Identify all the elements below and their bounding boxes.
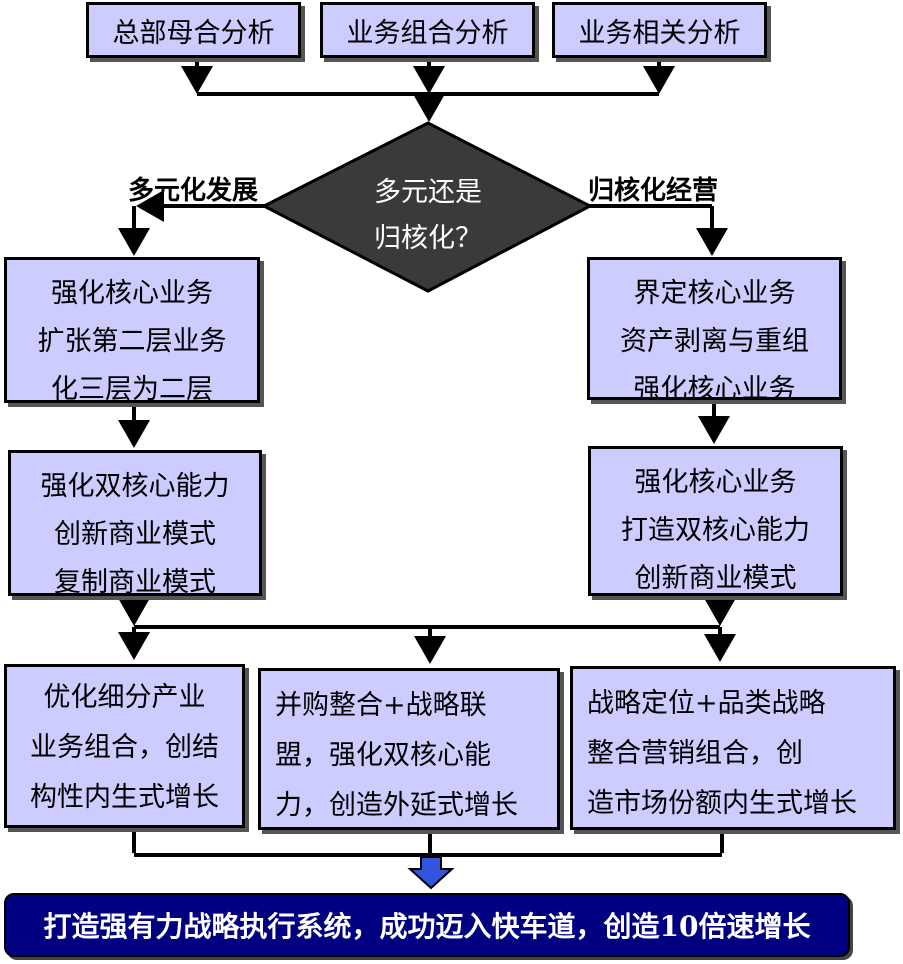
left-box-1-line: 化三层为二层 (51, 374, 213, 405)
right-box-2-line: 打造双核心能力 (621, 515, 810, 546)
left-box-2-line: 强化双核心能力 (40, 471, 230, 502)
decision-line-1: 多元还是 (374, 177, 482, 208)
decision-text: 多元还是 归核化？ (340, 170, 516, 262)
bottom-box-acquisition-line: 并购整合+战略联 (275, 690, 487, 721)
branch-label-refocus: 归核化经营 (588, 176, 719, 206)
right-box-1-line: 资产剥离与重组 (620, 326, 809, 357)
right-box-1-line: 强化核心业务 (633, 374, 796, 405)
bottom-box-acquisition-line: 力，创造外延式增长 (275, 790, 518, 821)
bottom-box-organic-line: 业务组合，创结 (30, 732, 219, 763)
right-box-2-line: 创新商业模式 (634, 563, 797, 594)
bottom-box-positioning-line: 战略定位+品类战略 (587, 688, 826, 719)
left-box-2-line: 复制商业模式 (54, 567, 216, 598)
bottom-box-organic: 优化细分产业 业务组合，创结 构性内生式增长 (4, 664, 245, 828)
right-box-1: 界定核心业务 资产剥离与重组 强化核心业务 (587, 257, 842, 405)
bottom-box-acquisition: 并购整合+战略联 盟，强化双核心能 力，创造外延式增长 (258, 668, 560, 830)
left-box-1-line: 强化核心业务 (51, 278, 213, 309)
top-box-relatedness: 业务相关分析 (552, 2, 767, 58)
bottom-box-organic-line: 构性内生式增长 (30, 782, 219, 813)
right-box-2: 强化核心业务 打造双核心能力 创新商业模式 (588, 446, 843, 596)
final-banner: 打造强有力战略执行系统，成功迈入快车道，创造10倍速增长 (4, 893, 850, 957)
left-box-2: 强化双核心能力 创新商业模式 复制商业模式 (8, 450, 262, 598)
bottom-box-organic-line: 优化细分产业 (43, 682, 206, 713)
left-box-1-line: 扩张第二层业务 (37, 326, 227, 357)
left-box-1: 强化核心业务 扩张第二层业务 化三层为二层 (4, 257, 260, 405)
decision-line-2: 归核化？ (374, 223, 482, 254)
bottom-box-positioning-line: 整合营销组合，创 (587, 738, 803, 769)
top-box-portfolio: 业务组合分析 (320, 2, 535, 58)
down-block-arrow (407, 856, 455, 890)
left-box-2-line: 创新商业模式 (54, 519, 216, 550)
top-box-headquarters: 总部母合分析 (86, 2, 301, 58)
bottom-box-positioning-line: 造市场份额内生式增长 (587, 788, 857, 819)
right-box-2-line: 强化核心业务 (634, 467, 797, 498)
bottom-box-acquisition-line: 盟，强化双核心能 (275, 740, 491, 771)
right-box-1-line: 界定核心业务 (633, 278, 796, 309)
decision-diamond (260, 121, 594, 293)
branch-label-diversify: 多元化发展 (128, 176, 259, 206)
bottom-box-positioning: 战略定位+品类战略 整合营销组合，创 造市场份额内生式增长 (570, 666, 896, 830)
